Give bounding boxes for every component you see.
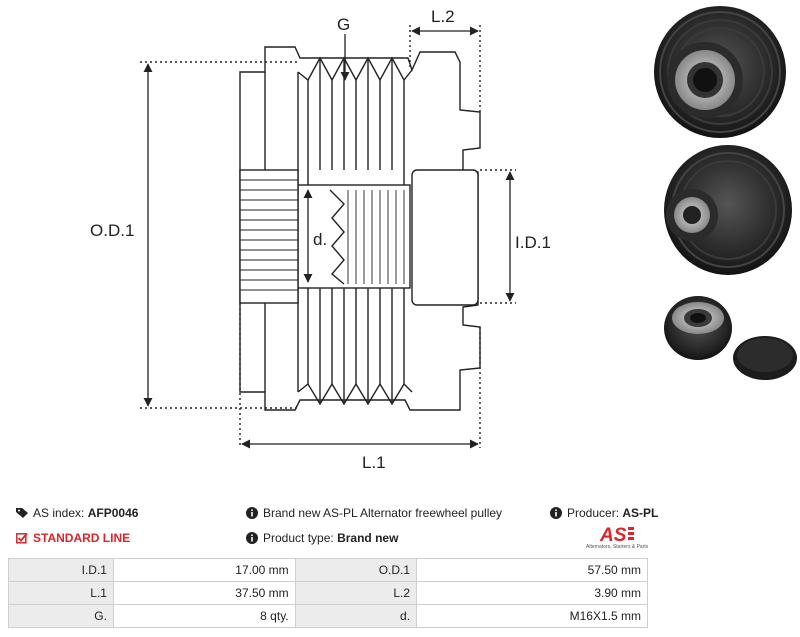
spec-label: G. bbox=[8, 604, 114, 628]
pulley-photo-side bbox=[664, 145, 792, 275]
as-index-label: AS index: bbox=[33, 506, 85, 520]
pulley-technical-drawing: G L.2 O.D.1 I.D.1 d. L.1 bbox=[90, 7, 551, 472]
as-index-value: AFP0046 bbox=[87, 506, 139, 520]
label-g: G bbox=[337, 15, 350, 34]
spec-value: 3.90 mm bbox=[416, 581, 648, 605]
label-l1: L.1 bbox=[362, 453, 386, 472]
table-row: G.8 qty.d.M16X1.5 mm bbox=[8, 604, 648, 628]
spec-value: 37.50 mm bbox=[112, 581, 296, 605]
info-icon bbox=[550, 507, 562, 519]
spec-label: I.D.1 bbox=[8, 558, 114, 582]
pulley-photo-with-cap bbox=[664, 296, 797, 380]
spec-value: M16X1.5 mm bbox=[416, 604, 648, 628]
info-icon bbox=[246, 532, 258, 544]
spec-label: O.D.1 bbox=[294, 558, 418, 582]
spec-label: L.1 bbox=[8, 581, 114, 605]
pulley-photo-front bbox=[654, 6, 786, 138]
as-pl-logo: AS Alternators, Starters & Parts bbox=[586, 523, 650, 551]
spec-value: 8 qty. bbox=[112, 604, 296, 628]
product-photos bbox=[654, 6, 797, 380]
label-od1: O.D.1 bbox=[90, 221, 134, 240]
description: Brand new AS-PL Alternator freewheel pul… bbox=[246, 505, 502, 521]
standard-line-label: STANDARD LINE bbox=[33, 531, 131, 545]
label-d: d. bbox=[313, 230, 327, 249]
producer-value: AS-PL bbox=[622, 506, 659, 520]
as-index: AS index: AFP0046 bbox=[16, 505, 138, 521]
spec-value: 57.50 mm bbox=[416, 558, 648, 582]
logo-tagline: Alternators, Starters & Parts bbox=[586, 544, 649, 550]
checkbox-checked-icon bbox=[16, 532, 28, 544]
info-icon bbox=[246, 507, 258, 519]
spec-label: L.2 bbox=[294, 581, 418, 605]
product-type-value: Brand new bbox=[337, 531, 399, 545]
label-l2: L.2 bbox=[431, 7, 455, 26]
description-text: Brand new AS-PL Alternator freewheel pul… bbox=[263, 506, 503, 520]
standard-line: STANDARD LINE bbox=[16, 530, 130, 546]
producer-label: Producer: bbox=[567, 506, 620, 520]
tag-icon bbox=[16, 508, 28, 518]
spec-value: 17.00 mm bbox=[112, 558, 296, 582]
as-logo-mark: AS bbox=[599, 525, 634, 546]
label-id1: I.D.1 bbox=[515, 233, 551, 252]
producer: Producer: AS-PL bbox=[550, 505, 658, 521]
spec-label: d. bbox=[294, 604, 418, 628]
product-type-label: Product type: bbox=[263, 531, 334, 545]
svg-text:AS: AS bbox=[599, 525, 627, 545]
product-type: Product type: Brand new bbox=[246, 530, 398, 546]
